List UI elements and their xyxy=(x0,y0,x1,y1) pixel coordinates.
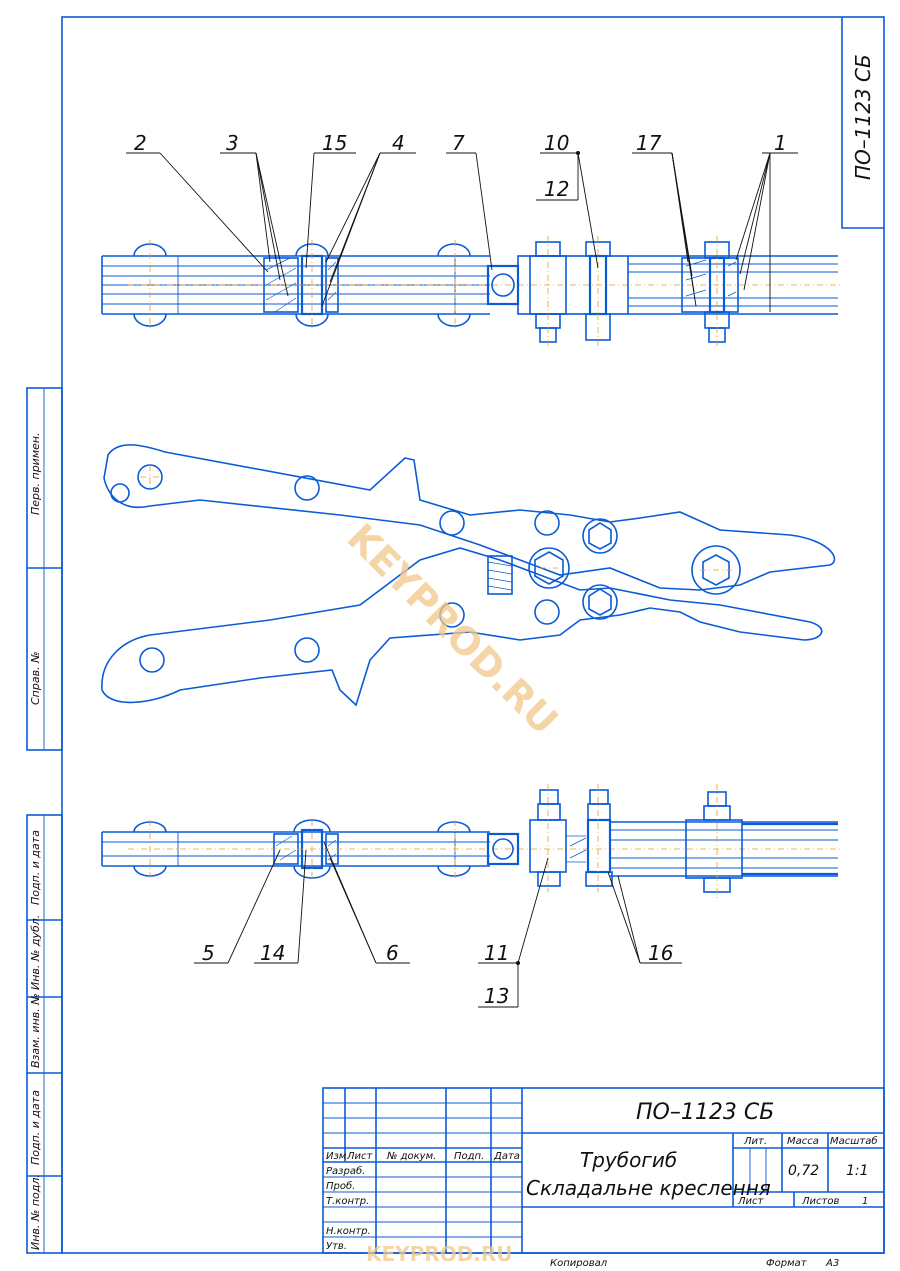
callout-6: 6 xyxy=(386,941,399,965)
row-razrab: Разраб. xyxy=(326,1165,365,1177)
stamp-podp-data-1: Подп. и дата xyxy=(29,830,42,905)
hdr-dokum: № докум. xyxy=(386,1151,436,1162)
label-format: Формат xyxy=(766,1258,808,1269)
stamp-podp-data-2: Подп. и дата xyxy=(29,1090,42,1165)
label-listov: Листов xyxy=(801,1196,839,1207)
callout-15: 15 xyxy=(322,131,347,155)
bottom-view xyxy=(101,784,840,900)
corner-code-text: ПО–1123 СБ xyxy=(851,54,875,180)
hdr-list: Лист xyxy=(346,1151,374,1162)
callout-7: 7 xyxy=(452,131,465,155)
row-tkontr: Т.контр. xyxy=(326,1196,369,1207)
hdr-lit: Лит. xyxy=(743,1136,767,1147)
callout-14: 14 xyxy=(260,941,285,965)
watermark-bottom: KEYPROD.RU xyxy=(366,1242,513,1266)
hdr-masshtab: Масштаб xyxy=(830,1135,878,1147)
stamp-sprav-no: Справ. № xyxy=(29,651,42,705)
hdr-podp: Подп. xyxy=(454,1151,484,1162)
hdr-izm: Изм xyxy=(326,1151,347,1162)
callout-4: 4 xyxy=(392,131,405,155)
front-view xyxy=(101,444,836,707)
row-utv: Утв. xyxy=(326,1241,347,1252)
callout-13: 13 xyxy=(484,984,509,1008)
value-masshtab: 1:1 xyxy=(846,1163,869,1179)
hdr-data: Дата xyxy=(493,1151,520,1162)
bottom-callouts: 5 14 6 11 13 16 xyxy=(194,841,682,1008)
callout-5: 5 xyxy=(202,941,215,965)
top-callouts: 2 3 15 4 7 10 12 17 1 xyxy=(126,131,798,312)
stamp-vzam-inv: Взам. инв. № xyxy=(29,993,42,1068)
title-name-1: Трубогиб xyxy=(580,1148,677,1172)
stamp-inv-dubl: Инв. № дубл. xyxy=(29,915,42,990)
callout-1: 1 xyxy=(774,131,787,155)
stamp-inv-podl: Инв. № подл. xyxy=(29,1174,42,1250)
corner-code-box: ПО–1123 СБ xyxy=(841,17,884,229)
callout-16: 16 xyxy=(648,941,673,965)
callout-3: 3 xyxy=(226,131,239,155)
row-nkontr: Н.контр. xyxy=(326,1226,371,1237)
top-view xyxy=(101,236,840,346)
title-code: ПО–1123 СБ xyxy=(636,1100,774,1125)
label-list: Лист xyxy=(737,1196,765,1207)
title-block: ПО–1123 СБ Трубогиб Складальне креслення… xyxy=(322,1087,885,1254)
hdr-massa: Масса xyxy=(787,1136,819,1147)
value-massa: 0,72 xyxy=(788,1163,819,1179)
value-format: A3 xyxy=(825,1258,839,1269)
callout-17: 17 xyxy=(636,131,662,155)
callout-10: 10 xyxy=(544,131,569,155)
callout-11: 11 xyxy=(484,941,509,965)
callout-12: 12 xyxy=(544,177,569,201)
stamp-perv-primen: Перв. примен. xyxy=(29,432,42,515)
left-side-stamp: Перв. примен. Справ. № Подп. и дата Инв.… xyxy=(26,387,63,1254)
callout-2: 2 xyxy=(134,131,147,155)
title-name-2: Складальне креслення xyxy=(526,1176,771,1200)
value-listov: 1 xyxy=(862,1196,868,1207)
label-kopiroval: Копировал xyxy=(550,1258,608,1269)
row-prov: Проб. xyxy=(326,1180,355,1192)
